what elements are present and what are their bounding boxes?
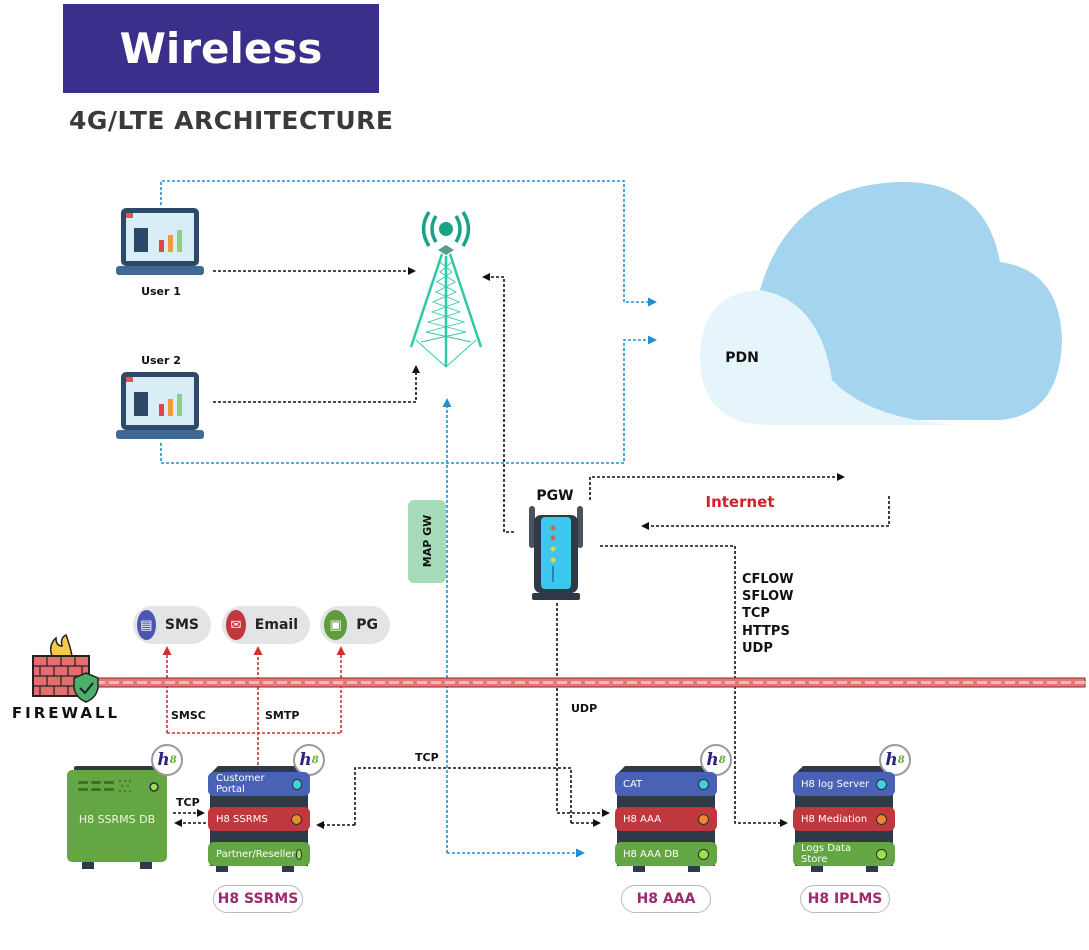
- link-pgw-aaa-udp: [556, 603, 610, 817]
- ssrms-row-partner-reseller: Partner/Reseller: [208, 842, 310, 866]
- protocol-udp: UDP: [742, 641, 773, 656]
- map-gw-label: MAP GW: [421, 515, 434, 568]
- iplms-row-log-server: H8 log Server: [793, 772, 895, 796]
- payment-icon: ▣: [324, 610, 348, 640]
- iplms-row-logs-data-store: Logs Data Store: [793, 842, 895, 866]
- black-links: [173, 267, 890, 829]
- chat-icon: ▤: [137, 610, 156, 640]
- ssrms-row-customer-portal: Customer Portal: [208, 772, 310, 796]
- status-dot: [876, 848, 887, 860]
- map-gw-box: MAP GW: [408, 500, 446, 583]
- protocol-list: CFLOW SFLOW TCP HTTPS UDP: [742, 572, 794, 656]
- link-internet-pgw-in: [641, 496, 890, 530]
- row-label: H8 Mediation: [801, 813, 868, 825]
- db-server-label: H8 SSRMS DB: [79, 813, 155, 826]
- pdn-cloud-icon: [700, 181, 1062, 425]
- ssrms-tag: H8 SSRMS: [213, 885, 303, 913]
- pdn-label: PDN: [725, 350, 759, 366]
- protocol-sflow: SFLOW: [742, 589, 793, 604]
- aaa-row-h8-aaa: H8 AAA: [615, 807, 717, 831]
- firewall-icon: [32, 633, 99, 703]
- link-user2-tower: [213, 365, 420, 403]
- row-label: H8 log Server: [801, 778, 870, 790]
- user2-laptop-icon: [116, 372, 204, 439]
- mail-icon: ✉: [226, 610, 246, 640]
- user2-label: User 2: [141, 354, 181, 367]
- service-sms: ▤ SMS: [133, 606, 211, 644]
- blue-links: [160, 180, 657, 858]
- link-pgw-iplms: [600, 545, 788, 827]
- pgw-label: PGW: [536, 488, 573, 504]
- cell-tower-icon: [409, 211, 483, 368]
- service-pg: ▣ PG: [320, 606, 390, 644]
- udp-label: UDP: [571, 702, 597, 715]
- aaa-row-cat: CAT: [615, 772, 717, 796]
- page-subtitle: 4G/LTE ARCHITECTURE: [69, 106, 394, 135]
- aaa-row-h8-aaa-db: H8 AAA DB: [615, 842, 717, 866]
- iplms-tag: H8 IPLMS: [800, 885, 890, 913]
- tcp-aaa-label: TCP: [415, 751, 439, 764]
- service-sms-label: SMS: [164, 617, 199, 633]
- internet-label: Internet: [705, 493, 774, 511]
- status-dot: [295, 848, 302, 860]
- status-dot: [876, 778, 887, 790]
- row-label: Customer Portal: [216, 773, 265, 795]
- status-dot: [876, 813, 887, 825]
- row-label: CAT: [623, 778, 643, 790]
- smtp-label: SMTP: [265, 709, 299, 722]
- pgw-router-icon: [529, 506, 583, 600]
- status-dot: [698, 778, 709, 790]
- page-title: Wireless: [119, 24, 323, 73]
- smsc-label: SMSC: [171, 709, 206, 722]
- link-pgw-internet-out: [589, 473, 845, 500]
- row-label: H8 AAA: [623, 813, 662, 825]
- protocol-https: HTTPS: [742, 624, 790, 639]
- title-banner: Wireless: [63, 4, 379, 93]
- status-dot: [698, 848, 709, 860]
- status-dot: [698, 813, 709, 825]
- status-dot: [291, 813, 302, 825]
- service-email: ✉ Email: [222, 606, 310, 644]
- iplms-row-mediation: H8 Mediation: [793, 807, 895, 831]
- red-links: [162, 646, 346, 765]
- link-tcp-aaa: [354, 767, 572, 825]
- link-pgw-tower: [482, 273, 514, 533]
- db-server-icon: [67, 770, 167, 862]
- aaa-tag: H8 AAA: [621, 885, 711, 913]
- link-user2-pdn: [160, 335, 657, 464]
- row-label: H8 AAA DB: [623, 848, 679, 860]
- link-user1-pdn: [160, 180, 657, 307]
- firewall-label: FIREWALL: [12, 704, 120, 722]
- service-pg-label: PG: [356, 617, 378, 633]
- protocol-cflow: CFLOW: [742, 572, 794, 587]
- user1-label: User 1: [141, 285, 181, 298]
- tcp-db-label: TCP: [176, 796, 200, 809]
- row-label: H8 SSRMS: [216, 813, 268, 825]
- server-bases: [74, 766, 893, 872]
- user1-laptop-icon: [116, 208, 204, 275]
- row-label: Logs Data Store: [801, 843, 852, 865]
- service-email-label: Email: [254, 617, 298, 633]
- firewall-line: [94, 677, 1086, 688]
- row-label: Partner/Reseller: [216, 848, 296, 860]
- ssrms-row-h8-ssrms: H8 SSRMS: [208, 807, 310, 831]
- status-dot: [291, 778, 302, 790]
- protocol-tcp: TCP: [742, 606, 770, 621]
